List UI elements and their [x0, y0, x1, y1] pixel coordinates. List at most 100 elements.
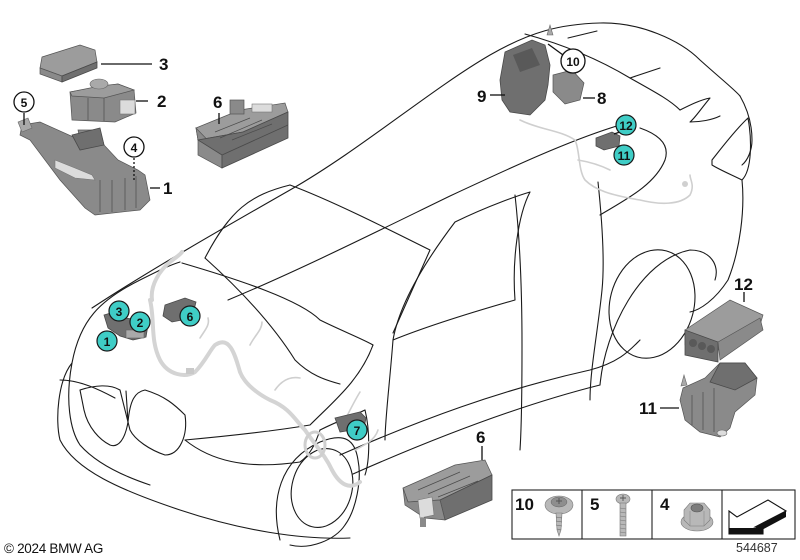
hood-front-edge	[71, 261, 181, 364]
marker-3-text: 3	[116, 305, 123, 319]
tail-light	[711, 117, 751, 181]
rear-carrier-opening	[513, 48, 540, 72]
callout-10[interactable]: 10	[560, 48, 586, 74]
rear-harness-connector	[682, 181, 688, 187]
marker-7-circle	[346, 419, 368, 441]
marker-12[interactable]: 12	[615, 114, 637, 136]
callout-5-circle	[13, 91, 35, 113]
rear-wiring-harness	[519, 119, 693, 205]
engine-wiring-harness	[148, 250, 379, 488]
part-label-3[interactable]: 3	[159, 55, 168, 74]
hardware-table: 10 5 4	[511, 489, 796, 540]
harness-connector	[186, 368, 194, 374]
marker-1-text: 1	[104, 335, 111, 349]
distribution-box-6-relay	[229, 99, 245, 115]
part-label-1[interactable]: 1	[163, 179, 172, 198]
hardware-cell-4-number: 4	[660, 495, 670, 514]
exploded-part-1-base-carrier	[17, 117, 151, 216]
base-carrier-1-terminal	[17, 117, 33, 133]
harness-branch-up	[149, 250, 184, 302]
rear-fuse-carrier-11-12	[595, 131, 621, 151]
side-sill-lower	[352, 384, 601, 475]
hex-flange-nut-icon	[680, 502, 714, 532]
rear-harness-main	[519, 119, 693, 205]
part-label-8[interactable]: 8	[597, 89, 606, 108]
windshield-left	[204, 257, 341, 385]
marker-2-text: 2	[137, 316, 144, 330]
distribution-box-6-connector	[251, 103, 273, 113]
roof-rail-dash-1	[567, 30, 598, 39]
part-label-2[interactable]: 2	[157, 92, 166, 111]
hardware-cell-arrow	[728, 499, 788, 535]
marker-2[interactable]: 2	[129, 311, 151, 333]
exploded-part-12-cover	[684, 299, 764, 363]
callout-5[interactable]: 5	[13, 91, 35, 113]
marker-3[interactable]: 3	[108, 300, 130, 322]
cover-12-port-3	[707, 345, 715, 353]
callout-4-circle	[123, 136, 145, 158]
part-label-9[interactable]: 9	[477, 87, 486, 106]
base-carrier-1-busbar	[54, 159, 96, 181]
harness-main-front	[148, 298, 307, 432]
rear-body	[689, 179, 744, 313]
harness-to-wheel	[303, 428, 362, 488]
direction-of-travel-arrow-icon	[728, 499, 788, 535]
screw-with-washer-icon	[544, 495, 574, 537]
car-body-outline	[57, 22, 753, 547]
marker-11[interactable]: 11	[613, 144, 635, 166]
leader-10	[547, 43, 564, 56]
harness-grommet	[303, 430, 327, 460]
side-sill-upper	[339, 339, 641, 456]
tailgate-upper	[679, 97, 721, 123]
hardware-callouts: 5 4 10	[13, 48, 586, 158]
kidney-grille-right	[127, 389, 187, 456]
distribution-box-6-side	[196, 111, 289, 169]
marker-12-text: 12	[619, 119, 633, 133]
cover-12-side	[717, 317, 764, 361]
hardware-cell-4[interactable]: 4	[660, 495, 714, 532]
pan-head-screw-icon	[615, 493, 631, 537]
carrier-11-housing	[709, 362, 758, 391]
hardware-cell-10[interactable]: 10	[515, 495, 574, 537]
location-markers: 1 2 3 6 7 12 11	[96, 114, 637, 441]
marker-6[interactable]: 6	[179, 305, 201, 327]
distribution-box-6b-stud	[420, 518, 426, 527]
callout-4[interactable]: 4	[123, 136, 145, 158]
part-label-12[interactable]: 12	[734, 275, 753, 294]
rear-wheel-arch	[599, 249, 717, 386]
marker-1[interactable]: 1	[96, 330, 118, 352]
harness-lead-5	[354, 429, 379, 451]
copyright-notice: © 2024 BMW AG	[4, 541, 104, 556]
front-door-lower	[384, 339, 394, 441]
exploded-part-11-carrier	[679, 362, 758, 438]
marker-3-circle	[108, 300, 130, 322]
harness-lead-2	[249, 321, 263, 346]
part-label-11[interactable]: 11	[639, 399, 657, 418]
hardware-cell-5[interactable]: 5	[590, 493, 631, 537]
cover-3-front	[61, 61, 98, 83]
part-label-6-top[interactable]: 6	[213, 93, 222, 112]
b-pillar-line	[514, 194, 523, 451]
marker-12-circle	[615, 114, 637, 136]
carrier-11-ribs	[691, 388, 715, 432]
distribution-box-6b-fuses	[417, 471, 479, 498]
base-carrier-1-ribs	[99, 176, 137, 212]
kidney-grille-left	[79, 385, 129, 447]
marker-7-text: 7	[354, 424, 361, 438]
hood-right-edge	[184, 344, 374, 441]
front-wheel-arch-outer	[275, 437, 360, 547]
front-wheel	[290, 448, 354, 528]
hardware-cell-5-number: 5	[590, 495, 599, 514]
fuse-unit-2-connector	[119, 99, 136, 115]
marker-7[interactable]: 7	[346, 419, 368, 441]
part-label-6-bottom[interactable]: 6	[476, 428, 485, 447]
hood-rear-edge	[59, 379, 116, 399]
callout-10-text: 10	[566, 55, 580, 69]
marker-6-circle	[179, 305, 201, 327]
distribution-box-6b-connector	[417, 496, 435, 519]
grille-divider	[125, 390, 129, 423]
cover-12-port-1	[689, 339, 697, 347]
marker-1-circle	[96, 330, 118, 352]
carrier-11-post	[680, 373, 688, 387]
hood-centerline	[181, 262, 374, 346]
